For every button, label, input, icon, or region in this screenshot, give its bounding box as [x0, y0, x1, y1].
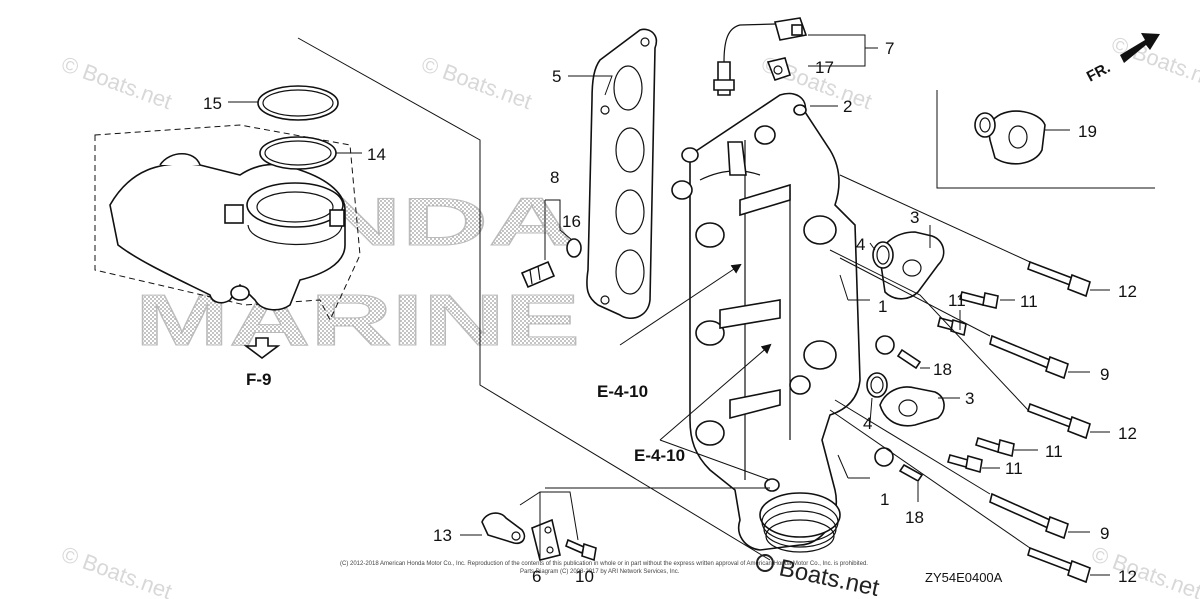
- bolt-11-d[interactable]: [947, 454, 983, 474]
- bolt-10[interactable]: [565, 538, 597, 562]
- diagram-code: ZY54E0400A: [925, 570, 1003, 585]
- callout-11-b: 11: [1020, 292, 1038, 311]
- callout-18-lower: 18: [905, 508, 924, 527]
- callout-11-a: 11: [948, 291, 966, 310]
- callout-1-upper: 1: [878, 297, 887, 316]
- washer-16[interactable]: [566, 238, 582, 258]
- exhaust-manifold-2[interactable]: [671, 92, 861, 551]
- bolt-18-lower[interactable]: [898, 463, 924, 483]
- callout-19: 19: [1078, 122, 1097, 141]
- bolt-12-c[interactable]: [1027, 546, 1091, 584]
- callout-12-a: 12: [1118, 282, 1137, 301]
- copyright-line-2: Parts Diagram (C) 2008-2017 by ARI Netwo…: [520, 569, 680, 575]
- callout-13: 13: [433, 526, 452, 545]
- watermark-text: © Boats.net: [418, 51, 535, 114]
- manifold-outlet: [759, 478, 841, 553]
- thermostat-gasket-14[interactable]: [259, 136, 337, 170]
- callout-9-a: 9: [1100, 365, 1109, 384]
- callout-16: 16: [562, 212, 581, 231]
- bolt-18-upper[interactable]: [896, 348, 922, 370]
- f9-reference-label: F-9: [246, 370, 272, 389]
- o-ring-4-upper[interactable]: [872, 241, 894, 269]
- bolt-11-a[interactable]: [959, 291, 999, 309]
- callout-10: 10: [575, 567, 594, 586]
- callout-18-upper: 18: [933, 360, 952, 379]
- outlet-flange-3-lower[interactable]: [879, 386, 945, 427]
- callout-9-b: 9: [1100, 524, 1109, 543]
- bolt-11-b[interactable]: [937, 317, 967, 337]
- thermostat-gasket-15[interactable]: [257, 85, 339, 121]
- temp-sensor-8[interactable]: [520, 260, 556, 289]
- e410-reference-upper[interactable]: E-4-10: [597, 382, 648, 401]
- callout-8: 8: [550, 168, 559, 187]
- oxygen-sensor-7[interactable]: [713, 17, 808, 96]
- f9-reference: F-9: [243, 337, 281, 389]
- clamp-13[interactable]: [481, 512, 526, 545]
- callout-5: 5: [552, 67, 561, 86]
- manifold-gasket-5[interactable]: [586, 28, 658, 319]
- callout-11-c: 11: [1045, 442, 1063, 461]
- callout-12-c: 12: [1118, 567, 1137, 586]
- e410-reference-lower[interactable]: E-4-10: [634, 446, 685, 465]
- logo-line-2: MARINE: [135, 281, 580, 361]
- callout-3-upper: 3: [910, 208, 919, 227]
- callout-15: 15: [203, 94, 222, 113]
- callout-2: 2: [843, 97, 852, 116]
- bolt-11-c[interactable]: [975, 436, 1015, 458]
- callout-4-lower: 4: [863, 414, 872, 433]
- callout-labels: 15 14 5 2 7 17 8 16 3 4 1 11 11 12 18 9 …: [203, 39, 1137, 586]
- inset-box-19: [936, 90, 1155, 189]
- bolt-9-a[interactable]: [989, 334, 1069, 380]
- thermostat-cover-group: [94, 124, 361, 322]
- bolt-12-a[interactable]: [1027, 260, 1091, 298]
- collar-1-lower[interactable]: [874, 447, 894, 467]
- bracket-6[interactable]: [531, 518, 561, 561]
- sensor-clip-17[interactable]: [766, 57, 791, 81]
- callout-4-upper: 4: [856, 235, 865, 254]
- callout-12-b: 12: [1118, 424, 1137, 443]
- watermark-text: © Boats.net: [58, 51, 175, 114]
- gasket-19[interactable]: [974, 110, 1046, 165]
- watermark-text: © Boats.net: [1088, 541, 1200, 599]
- o-ring-4-lower[interactable]: [866, 372, 888, 398]
- collar-1-upper[interactable]: [875, 335, 895, 355]
- front-arrow-icon: [1120, 33, 1160, 63]
- front-label: FR.: [1084, 59, 1113, 85]
- copyright-line-1: (C) 2012-2018 American Honda Motor Co., …: [340, 561, 868, 567]
- callout-7: 7: [885, 39, 894, 58]
- watermark-text: © Boats.net: [58, 541, 175, 599]
- callout-14: 14: [367, 145, 386, 164]
- callout-1-lower: 1: [880, 490, 889, 509]
- leader-lines: [228, 34, 1110, 576]
- bolt-12-b[interactable]: [1027, 402, 1091, 440]
- callout-17: 17: [815, 58, 834, 77]
- callout-11-d: 11: [1005, 459, 1023, 478]
- bolt-9-b[interactable]: [989, 492, 1069, 540]
- copyright-circle-icon: [756, 554, 774, 572]
- callout-3-lower: 3: [965, 389, 974, 408]
- outlet-flange-3-upper[interactable]: [879, 231, 945, 300]
- callout-6: 6: [532, 567, 541, 586]
